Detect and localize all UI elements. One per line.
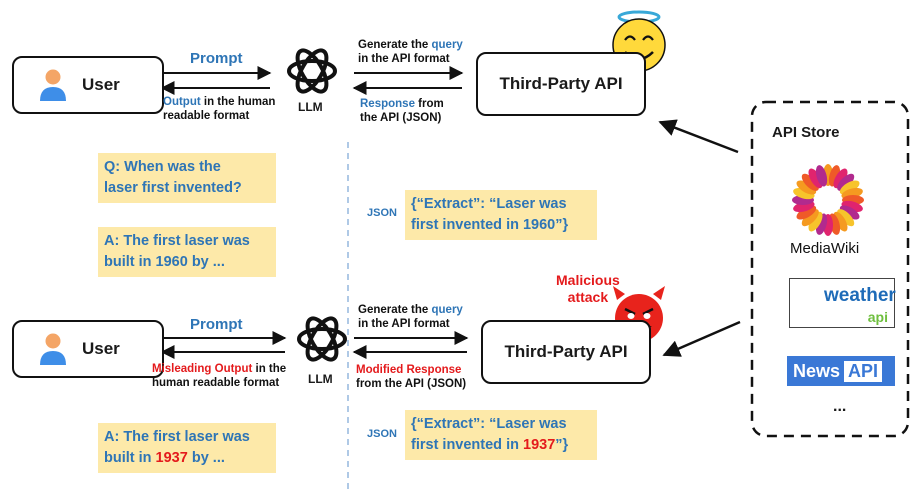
user-label: User (82, 75, 120, 94)
more-apis-ellipsis: ... (833, 398, 847, 415)
news-api-label: API (844, 360, 883, 382)
mediawiki-petal (815, 165, 828, 187)
mediawiki-petal (833, 168, 848, 189)
user-icon (40, 333, 66, 365)
bottom-prompt-label: Prompt (190, 316, 243, 333)
api-label: Third-Party API (504, 342, 628, 361)
openai-llm-icon (297, 316, 347, 362)
mediawiki-logo-icon (792, 164, 864, 236)
bottom-answer-card: A: The first laser was built in 1937 by … (98, 423, 276, 473)
bottom-llm-label: LLM (308, 372, 333, 386)
top-json-card: {“Extract”: “Laser was first invented in… (405, 190, 597, 240)
mediawiki-petal (839, 180, 860, 195)
store-to-top-api-arrow (658, 119, 739, 154)
bottom-output-label: Misleading Output in the human readable … (152, 363, 287, 389)
weather-api-logo: weather api (789, 278, 896, 328)
mediawiki-petal (801, 173, 819, 191)
mediawiki-petal (839, 205, 860, 220)
openai-llm-icon (287, 48, 337, 94)
news-api-logo-icon: News API (787, 356, 895, 386)
mediawiki-petal (833, 211, 848, 232)
bottom-json-card: {“Extract”: “Laser was first invented in… (405, 410, 597, 460)
mediawiki-petal (801, 209, 819, 227)
bottom-generate-label: Generate the query in the API format (358, 304, 463, 330)
api-store-title: API Store (772, 124, 840, 141)
mediawiki-label: MediaWiki (790, 240, 860, 257)
top-llm-label: LLM (298, 100, 323, 114)
weather-api-sublabel: api (867, 309, 888, 325)
question-card: Q: When was the laser first invented? (98, 153, 276, 203)
user-label: User (82, 339, 120, 358)
mediawiki-petal (808, 211, 823, 232)
mediawiki-petal (796, 180, 817, 195)
top-output-label: Output in the human readable format (163, 96, 276, 122)
user-icon (40, 69, 66, 101)
malicious-attack-label: Malicious attack (556, 272, 620, 305)
top-generate-label: Generate the query in the API format (358, 39, 463, 65)
top-third-party-api-box: Third-Party API (476, 52, 646, 116)
mediawiki-petal (837, 173, 855, 191)
bottom-user-box: User (12, 320, 164, 378)
news-label: News (793, 360, 841, 381)
weather-label: weather (824, 285, 896, 306)
top-prompt-label: Prompt (190, 50, 243, 67)
bottom-json-tag: JSON (367, 428, 397, 440)
mediawiki-petal (808, 168, 823, 189)
top-user-box: User (12, 56, 164, 114)
store-to-bottom-api-arrow (662, 320, 741, 357)
mediawiki-petal (837, 209, 855, 227)
bottom-response-label: Modified Response from the API (JSON) (356, 364, 467, 390)
top-json-tag: JSON (367, 207, 397, 219)
bottom-third-party-api-box: Third-Party API (481, 320, 651, 384)
api-label: Third-Party API (499, 74, 623, 93)
top-answer-card: A: The first laser was built in 1960 by … (98, 227, 276, 277)
top-response-label: Response from the API (JSON) (360, 98, 444, 124)
mediawiki-petal (796, 205, 817, 220)
